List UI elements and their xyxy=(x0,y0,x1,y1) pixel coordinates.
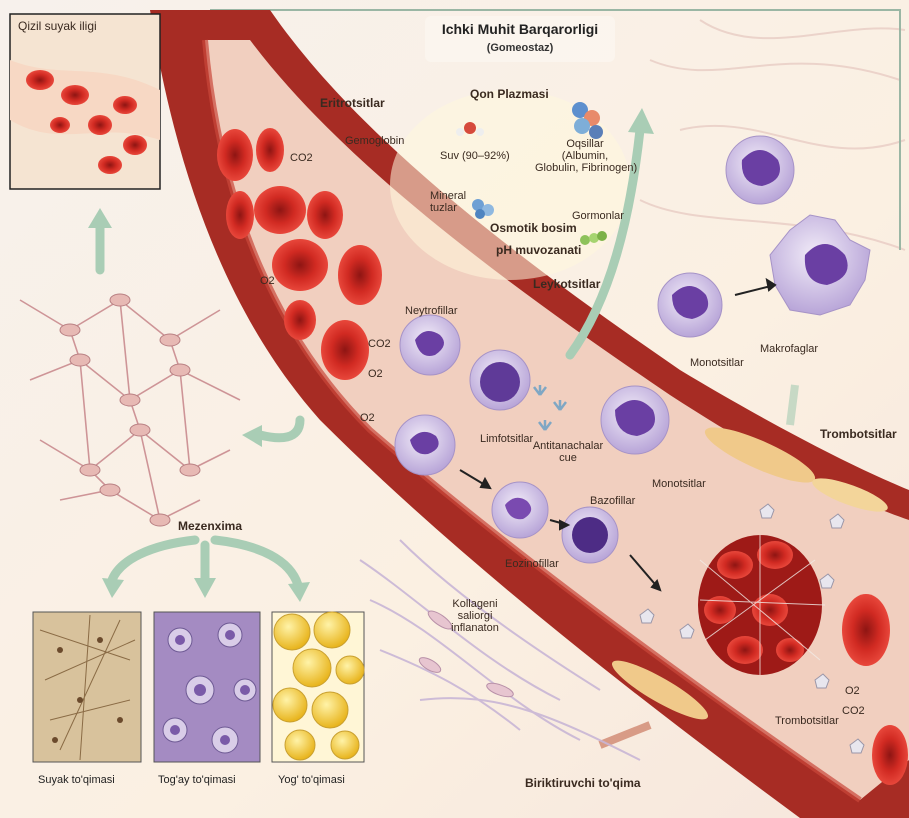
label-co2-d: CO2 xyxy=(842,705,865,717)
label-o2-b: O2 xyxy=(368,368,383,380)
label-macrophages: Makrofaglar xyxy=(760,343,818,355)
page-subtitle: (Gomeostaz) xyxy=(430,42,610,54)
label-osmotic: Osmotik bosim xyxy=(490,222,577,235)
label-lymphocytes: Limfotsitlar xyxy=(480,433,533,445)
label-proteins: Oqsillar (Albumin, Globulin, Fibrinogen) xyxy=(535,138,635,174)
label-erythrocytes: Eritrotsitlar xyxy=(320,97,385,110)
label-ph: pH muvozanati xyxy=(496,244,581,257)
label-connective: Biriktiruvchi to'qima xyxy=(525,777,641,790)
fat-tissue-panel xyxy=(272,612,364,762)
bone-tissue-panel xyxy=(33,612,141,762)
label-basophils: Bazofillar xyxy=(590,495,635,507)
label-o2-d: O2 xyxy=(845,685,860,697)
label-minerals: Mineral tuzlar xyxy=(430,190,466,214)
label-mesenchyme: Mezenxima xyxy=(178,520,242,533)
label-fat-tissue: Yog' to'qimasi xyxy=(278,774,345,786)
label-thrombocytes-a: Trombotsitlar xyxy=(820,428,897,441)
label-hormones: Gormonlar xyxy=(572,210,624,222)
label-collagen: Kollageni saliorgi inflanaton xyxy=(440,598,510,634)
thrombo-arrow xyxy=(790,385,795,425)
page-title: Ichki Muhit Barqarorligi xyxy=(430,22,610,37)
label-neutrophils: Neytrofillar xyxy=(405,305,458,317)
label-bone-marrow: Qizil suyak iligi xyxy=(18,20,97,33)
label-o2-c: O2 xyxy=(360,412,375,424)
label-hemoglobin: Gemoglobin xyxy=(345,135,404,147)
label-thrombocytes-b: Trombotsitlar xyxy=(775,715,839,727)
label-antibodies: Antitanachalar cue xyxy=(528,440,608,464)
cartilage-panel xyxy=(154,612,260,762)
label-bone-tissue: Suyak to'qimasi xyxy=(38,774,115,786)
label-co2-a: CO2 xyxy=(290,152,313,164)
label-cartilage: Tog'ay to'qimasi xyxy=(158,774,236,786)
label-o2-a: O2 xyxy=(260,275,275,287)
label-monocytes-a: Monotsitlar xyxy=(690,357,744,369)
bone-marrow-panel xyxy=(10,14,160,189)
label-leukocytes: Leykotsitlar xyxy=(533,278,600,291)
label-eosinophils: Eozinofillar xyxy=(505,558,559,570)
label-monocytes-b: Monotsitlar xyxy=(652,478,706,490)
label-water: Suv (90–92%) xyxy=(440,150,510,162)
label-plasma: Qon Plazmasi xyxy=(470,88,549,101)
label-co2-b: CO2 xyxy=(368,338,391,350)
